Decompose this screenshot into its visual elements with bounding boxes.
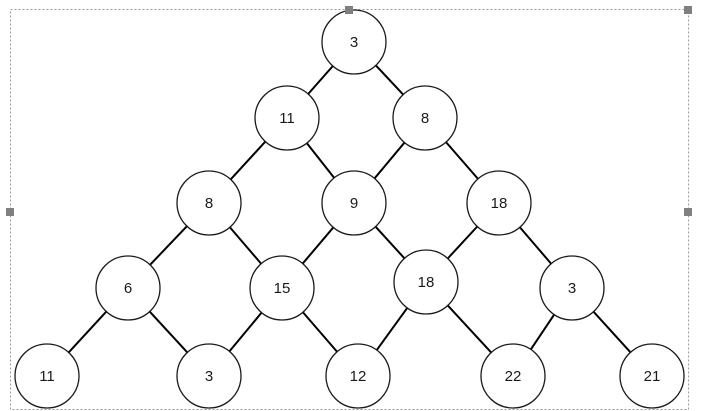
node-r4c3[interactable]: 22: [480, 343, 546, 409]
handle-middle-left[interactable]: [6, 208, 14, 216]
node-circle: [254, 85, 320, 151]
node-value: 22: [505, 368, 522, 385]
edge-r2c0-r3c1: [229, 226, 262, 265]
node-circle: [480, 343, 546, 409]
node-r3c0[interactable]: 6: [95, 255, 161, 321]
node-value: 15: [274, 280, 291, 297]
edge-r1c1-r2c2: [445, 141, 479, 180]
edge-r3c1-r4c2: [302, 311, 338, 353]
node-r2c2[interactable]: 18: [466, 170, 532, 236]
edge-r2c1-r3c1: [301, 226, 335, 265]
node-value: 11: [39, 368, 55, 385]
node-value: 6: [124, 280, 132, 297]
node-r4c2[interactable]: 12: [325, 343, 391, 409]
edge-r2c0-r3c0: [149, 225, 188, 266]
node-circle: [392, 85, 458, 151]
edge-r1c0-r2c0: [229, 140, 267, 181]
node-value: 21: [644, 368, 661, 385]
edge-r2c1-r3c2: [374, 225, 406, 260]
node-r1c1[interactable]: 8: [392, 85, 458, 151]
edge-r3c1-r4c1: [228, 311, 263, 353]
node-value: 3: [350, 34, 358, 51]
handle-middle-right[interactable]: [684, 208, 692, 216]
node-value: 12: [350, 368, 367, 385]
node-value: 3: [568, 280, 576, 297]
edge-layer: [67, 64, 632, 354]
node-value: 3: [205, 368, 213, 385]
node-r4c4[interactable]: 21: [619, 343, 685, 409]
node-r0c0[interactable]: 3: [321, 9, 387, 75]
node-r3c1[interactable]: 15: [249, 255, 315, 321]
node-circle: [95, 255, 161, 321]
node-r4c0[interactable]: 11: [14, 343, 80, 409]
selection-handles[interactable]: [6, 6, 692, 216]
node-circle: [539, 255, 605, 321]
node-value: 8: [421, 110, 429, 127]
edge-r3c2-r4c2: [375, 307, 409, 351]
node-circle: [176, 170, 242, 236]
node-r2c1[interactable]: 9: [321, 170, 387, 236]
node-r3c3[interactable]: 3: [539, 255, 605, 321]
edge-r3c0-r4c0: [67, 310, 108, 354]
node-r1c0[interactable]: 11: [254, 85, 320, 151]
edge-r1c1-r2c1: [373, 141, 406, 180]
node-value: 18: [491, 195, 508, 212]
node-layer: 3 11 8 8 9 18 6 15 18 3 11 3 12 22 21: [14, 9, 685, 409]
node-circle: [321, 9, 387, 75]
edge-r3c3-r4c3: [529, 314, 556, 350]
node-circle: [321, 170, 387, 236]
edge-r2c2-r3c3: [519, 226, 552, 265]
edge-r0c0-r1c1: [375, 64, 404, 96]
node-circle: [249, 255, 315, 321]
node-circle: [466, 170, 532, 236]
handle-top-right[interactable]: [684, 6, 692, 14]
edge-r3c3-r4c4: [592, 311, 632, 353]
edge-r0c0-r1c0: [307, 65, 334, 95]
node-value: 11: [279, 110, 295, 127]
node-r2c0[interactable]: 8: [176, 170, 242, 236]
edge-r1c0-r2c1: [306, 142, 335, 179]
edge-r2c2-r3c2: [446, 225, 479, 260]
node-circle: [176, 343, 242, 409]
handle-top-center[interactable]: [345, 6, 353, 14]
node-circle: [325, 343, 391, 409]
node-circle: [619, 343, 685, 409]
edge-r3c0-r4c1: [148, 310, 189, 354]
node-value: 8: [205, 195, 213, 212]
node-r4c1[interactable]: 3: [176, 343, 242, 409]
node-r3c2[interactable]: 18: [393, 249, 459, 315]
edge-r3c2-r4c3: [447, 304, 492, 354]
node-circle: [14, 343, 80, 409]
node-value: 18: [418, 274, 435, 291]
node-circle: [393, 249, 459, 315]
node-value: 9: [350, 195, 358, 212]
